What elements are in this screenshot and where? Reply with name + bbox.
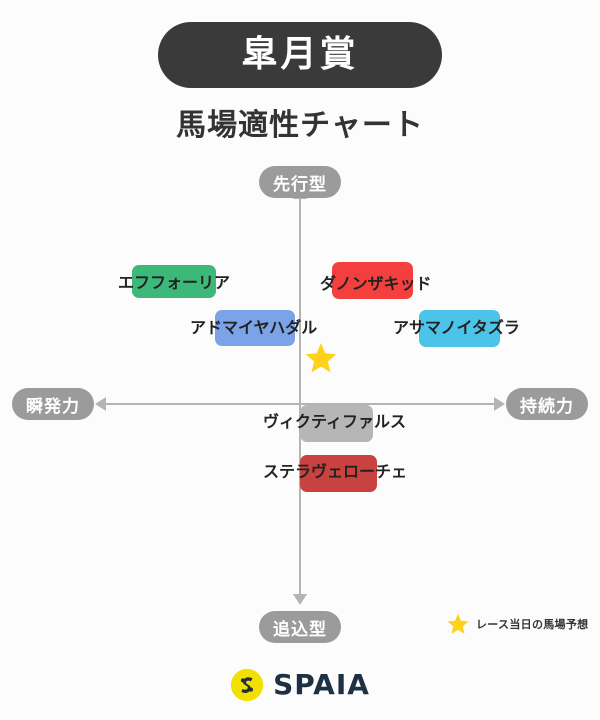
chart-subtitle: 馬場適性チャート xyxy=(176,108,424,143)
axis-arrow-down-icon xyxy=(293,594,307,605)
horse-swatch xyxy=(419,310,500,347)
horse-name-label: ステラヴェローチェ xyxy=(263,462,408,481)
horse-swatch xyxy=(332,262,413,299)
legend-label: レース当日の馬場予想 xyxy=(476,618,589,631)
horse-name-label: ダノンザキッド xyxy=(320,274,432,293)
axis-arrow-right-icon xyxy=(494,397,505,411)
brand-name: SPAIA xyxy=(273,668,370,701)
axis-label-bottom: 追込型 xyxy=(259,611,341,643)
star-icon xyxy=(447,613,469,634)
race-title: 皐月賞 xyxy=(241,34,359,75)
race-day-condition-star-icon xyxy=(306,343,337,373)
horse-swatch xyxy=(215,310,295,346)
horse-swatch xyxy=(300,405,373,442)
axis-label-right: 持続力 xyxy=(506,388,588,420)
axis-arrow-left-icon xyxy=(95,397,106,411)
horse-name-label: ヴィクティファルス xyxy=(263,412,407,431)
horse-swatch xyxy=(300,455,377,492)
axis-label-top: 先行型 xyxy=(259,166,341,198)
horse-swatch xyxy=(132,265,216,298)
horse-name-label: アサマノイタズラ xyxy=(393,318,520,337)
horse-name-label: エフフォーリア xyxy=(118,273,231,292)
legend: レース当日の馬場予想 xyxy=(447,613,588,635)
axis-label-left: 瞬発力 xyxy=(12,388,94,420)
brand-logo: SPAIA xyxy=(0,668,600,702)
horse-name-label: アドマイヤハダル xyxy=(190,318,318,337)
vertical-axis-line xyxy=(299,196,301,596)
race-title-pill: 皐月賞 xyxy=(158,22,442,88)
horizontal-axis-line xyxy=(106,403,494,405)
spaia-mark-icon xyxy=(230,668,264,702)
